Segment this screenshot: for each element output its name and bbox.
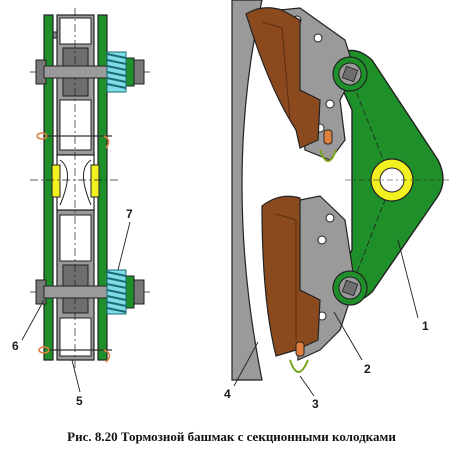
front-view <box>231 0 450 381</box>
label-3: 3 <box>312 397 319 411</box>
label-1: 1 <box>422 319 429 333</box>
lower-pin <box>289 341 309 373</box>
lower-spring <box>106 269 127 315</box>
leader-lines <box>21 221 419 397</box>
yellow-insert-left <box>51 164 61 198</box>
upper-bracket-bolt <box>332 56 368 92</box>
side-section-view <box>30 8 150 375</box>
label-7: 7 <box>126 207 133 221</box>
label-2: 2 <box>364 362 371 376</box>
upper-spring <box>106 51 127 93</box>
lower-bracket-bolt <box>332 270 368 306</box>
lower-brake-block <box>261 195 321 357</box>
label-5: 5 <box>76 394 83 408</box>
brake-shoe-diagram: 1 2 3 4 5 6 7 <box>12 0 450 411</box>
label-4: 4 <box>224 387 231 401</box>
upper-pin <box>319 129 337 162</box>
figure-caption: Рис. 8.20 Тормозной башмак с секционными… <box>67 429 396 444</box>
yellow-insert-right <box>90 164 100 198</box>
wheel-rim <box>231 0 263 381</box>
cotter-pin-lower <box>38 346 112 363</box>
cotter-pin-upper <box>36 132 112 149</box>
upper-brake-block <box>245 7 321 149</box>
label-6: 6 <box>12 339 19 353</box>
